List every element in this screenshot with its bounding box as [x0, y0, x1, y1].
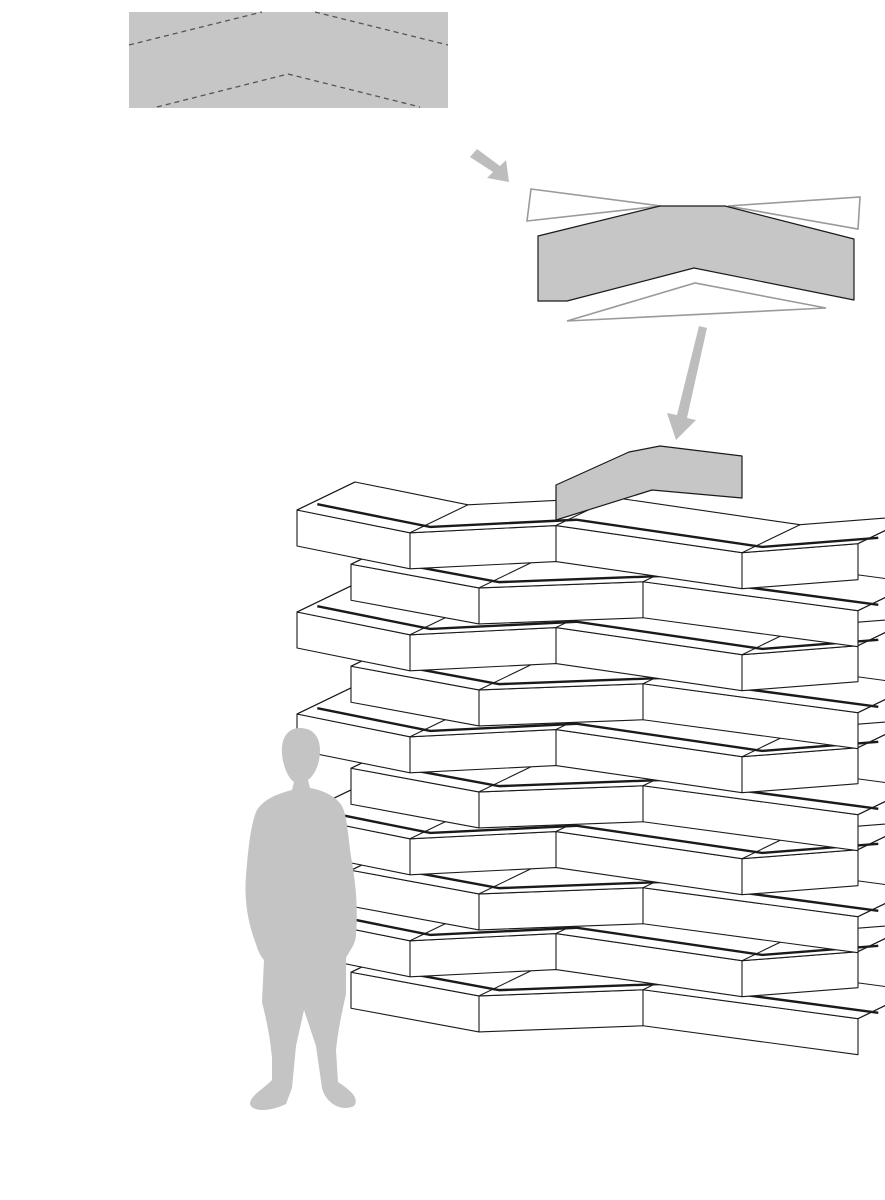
wall-row	[296, 481, 885, 590]
module-depth-edge	[857, 801, 885, 816]
module-groove	[317, 707, 879, 753]
arrow-head-1	[470, 149, 509, 182]
arrow-head-2	[667, 326, 707, 440]
module-groove	[317, 605, 879, 651]
wedge-top-left	[526, 188, 662, 222]
module-groove	[317, 911, 879, 957]
module-depth-edge	[296, 481, 356, 511]
flat-panel-sheet	[129, 12, 448, 108]
module-top-face	[296, 481, 885, 554]
folded-panel	[526, 188, 861, 322]
module-depth-edge	[857, 699, 885, 714]
arrow-to-wall	[667, 326, 707, 440]
module-depth-edge	[857, 597, 885, 612]
module-groove	[371, 557, 879, 607]
arrow-to-folded-panel	[470, 149, 509, 182]
fold-line-bottom	[156, 73, 421, 108]
module-groove	[317, 809, 879, 855]
human-silhouette	[245, 728, 357, 1110]
module-depth-edge	[478, 559, 538, 589]
module-groove	[371, 863, 879, 913]
module-groove	[371, 965, 879, 1015]
module-depth-edge	[478, 967, 538, 997]
module-depth-edge	[296, 685, 356, 715]
folded-panel-body	[537, 205, 855, 302]
module-depth-edge	[478, 865, 538, 895]
wedge-top-right	[727, 196, 861, 230]
highlighted-module	[555, 445, 743, 521]
module-depth-edge	[478, 763, 538, 793]
module-depth-edge	[741, 524, 801, 554]
highlighted-module-front	[555, 445, 743, 521]
module-wall	[296, 481, 885, 1056]
module-groove	[317, 503, 879, 549]
module-groove	[371, 659, 879, 709]
module-depth-edge	[857, 903, 885, 918]
module-depth-edge	[478, 661, 538, 691]
module-depth-edge	[409, 504, 469, 534]
human-scale-figure	[245, 728, 357, 1110]
module-depth-edge	[296, 583, 356, 613]
module-depth-edge	[857, 1005, 885, 1020]
module-groove	[371, 761, 879, 811]
flat-panel	[128, 11, 449, 108]
fold-line-top	[128, 11, 449, 46]
wedge-bottom	[566, 282, 827, 322]
